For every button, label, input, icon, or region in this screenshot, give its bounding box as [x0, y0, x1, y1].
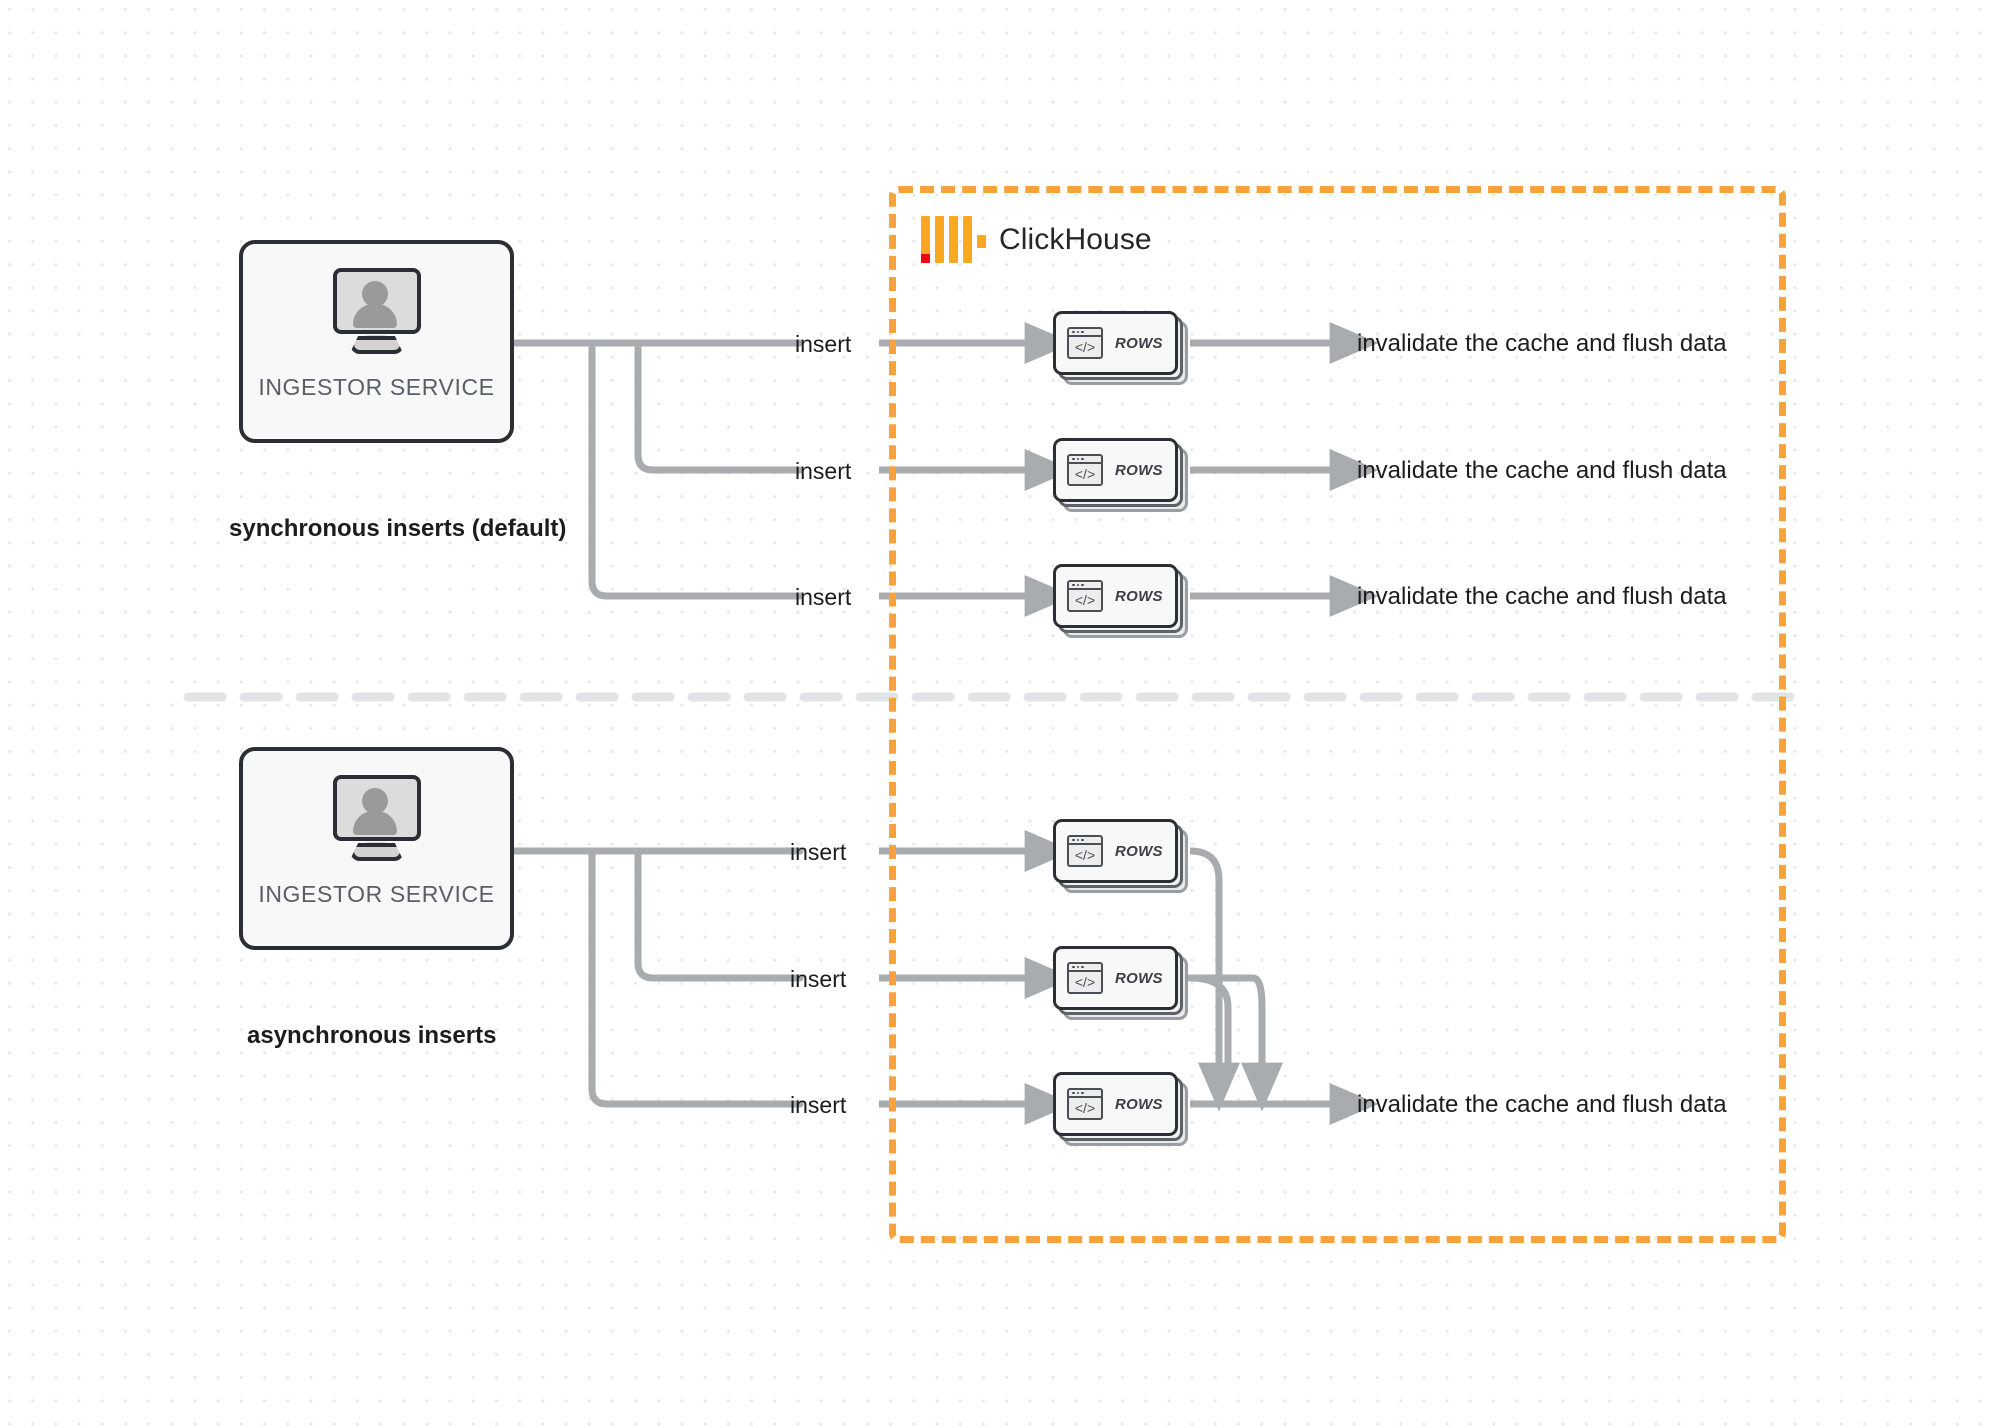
rows-label: ROWS [1115, 1095, 1163, 1113]
code-glyph: </> [1074, 847, 1096, 863]
rows-label: ROWS [1115, 461, 1163, 479]
flush-label-sync-2: invalidate the cache and flush data [1357, 457, 1727, 484]
rows-card-sync-3[interactable]: </> ROWS [1053, 564, 1188, 638]
ingestor-service-sync[interactable]: INGESTOR SERVICE [239, 240, 514, 443]
code-glyph: </> [1074, 592, 1096, 608]
insert-label-sync-2: insert [795, 458, 852, 484]
flush-label-async-merged: invalidate the cache and flush data [1357, 1091, 1727, 1118]
code-window-icon: </> [1067, 327, 1103, 359]
rows-label: ROWS [1115, 969, 1163, 987]
rows-label: ROWS [1115, 587, 1163, 605]
clickhouse-boundary [889, 186, 1786, 1243]
insert-label-async-3: insert [790, 1092, 847, 1118]
insert-label-async-2: insert [790, 966, 847, 992]
insert-label-sync-1: insert [795, 331, 852, 357]
code-window-icon: </> [1067, 962, 1103, 994]
rows-card-async-1[interactable]: </> ROWS [1053, 819, 1188, 893]
ingestor-service-label-async: INGESTOR SERVICE [258, 881, 495, 907]
code-window-icon: </> [1067, 835, 1103, 867]
code-window-icon: </> [1067, 580, 1103, 612]
caption-synchronous: synchronous inserts (default) [229, 515, 567, 542]
clickhouse-logo-icon [921, 216, 986, 263]
code-glyph: </> [1074, 974, 1096, 990]
ingestor-service-async[interactable]: INGESTOR SERVICE [239, 747, 514, 950]
insert-label-sync-3: insert [795, 584, 852, 610]
clickhouse-header: ClickHouse [921, 216, 1152, 263]
rows-label: ROWS [1115, 334, 1163, 352]
code-glyph: </> [1074, 1100, 1096, 1116]
flush-label-sync-1: invalidate the cache and flush data [1357, 330, 1727, 357]
clickhouse-title: ClickHouse [999, 222, 1152, 256]
insert-label-async-1: insert [790, 839, 847, 865]
monitor-user-icon [329, 268, 425, 354]
rows-card-sync-2[interactable]: </> ROWS [1053, 438, 1188, 512]
code-window-icon: </> [1067, 1088, 1103, 1120]
code-window-icon: </> [1067, 454, 1103, 486]
code-glyph: </> [1074, 466, 1096, 482]
rows-card-async-3[interactable]: </> ROWS [1053, 1072, 1188, 1146]
rows-card-sync-1[interactable]: </> ROWS [1053, 311, 1188, 385]
monitor-user-icon [329, 775, 425, 861]
flush-label-sync-3: invalidate the cache and flush data [1357, 583, 1727, 610]
code-glyph: </> [1074, 339, 1096, 355]
ingestor-service-label-sync: INGESTOR SERVICE [258, 374, 495, 400]
rows-label: ROWS [1115, 842, 1163, 860]
rows-card-async-2[interactable]: </> ROWS [1053, 946, 1188, 1020]
caption-asynchronous: asynchronous inserts [247, 1022, 497, 1049]
